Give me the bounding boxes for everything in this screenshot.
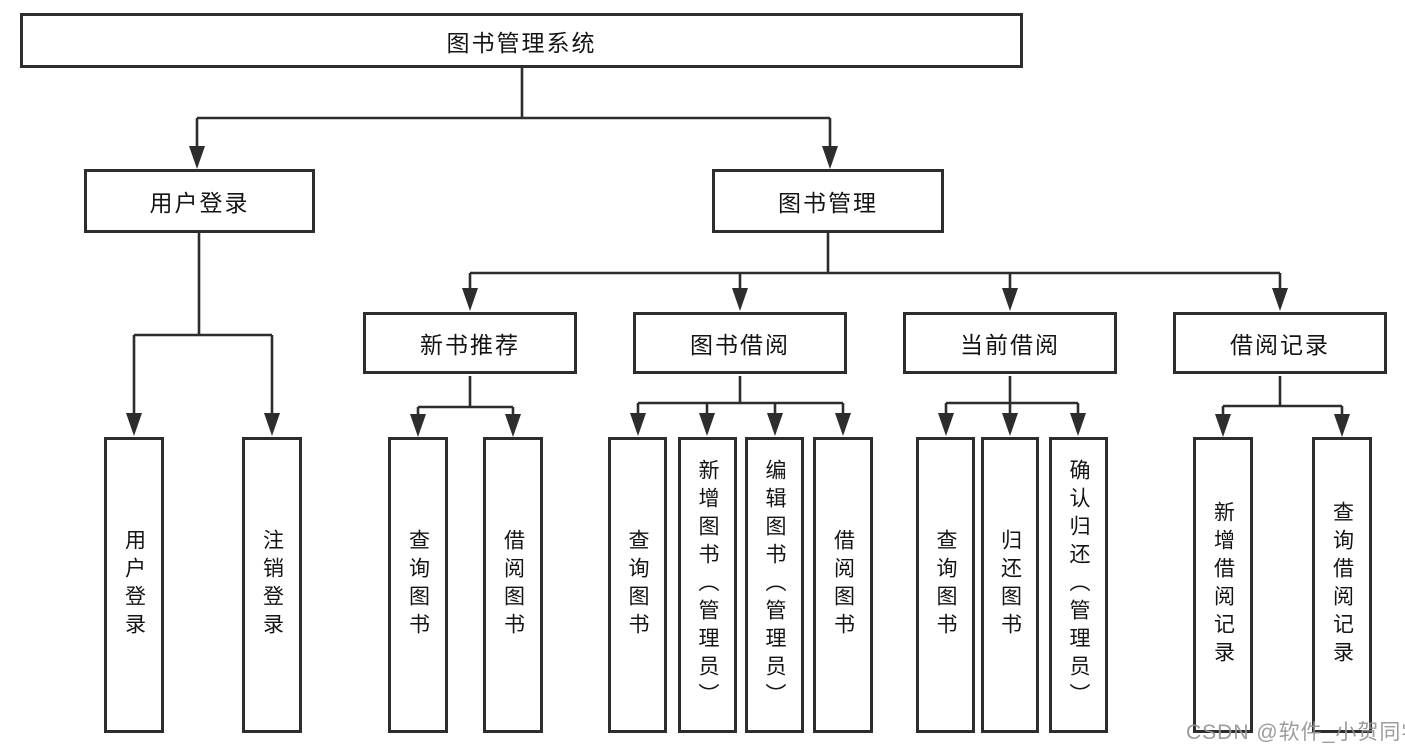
- node-label: 注销登录: [260, 529, 284, 641]
- node-label: 借阅图书: [501, 529, 525, 641]
- node-label: 新书推荐: [420, 332, 520, 358]
- node-label: 编辑图书（管理员）: [763, 459, 786, 711]
- leaf-logout: 注销登录: [242, 437, 302, 733]
- node-book-borrowing: 图书借阅: [633, 312, 847, 374]
- node-label: 图书借阅: [690, 332, 790, 358]
- node-user-login: 用户登录: [84, 169, 315, 233]
- leaf-current-return-books: 归还图书: [981, 437, 1039, 733]
- leaf-borrowing-add-books-admin: 新增图书（管理员）: [678, 437, 737, 733]
- node-label: 查询借阅记录: [1330, 501, 1354, 669]
- node-label: 用户登录: [122, 529, 146, 641]
- node-book-management: 图书管理: [712, 169, 944, 233]
- node-new-book-recommend: 新书推荐: [363, 312, 577, 374]
- node-label: 借阅图书: [831, 529, 855, 641]
- node-label: 新增图书（管理员）: [696, 459, 719, 711]
- node-label: 图书管理: [778, 190, 878, 216]
- node-label: 归还图书: [998, 529, 1022, 641]
- node-label: 图书管理系统: [446, 29, 597, 56]
- node-label: 查询图书: [934, 529, 957, 641]
- leaf-user-login: 用户登录: [104, 437, 164, 733]
- node-label: 借阅记录: [1230, 332, 1330, 358]
- leaf-recommend-query-books: 查询图书: [388, 437, 448, 733]
- leaf-records-add-record: 新增借阅记录: [1193, 437, 1253, 733]
- leaf-borrowing-edit-books-admin: 编辑图书（管理员）: [745, 437, 804, 733]
- node-label: 新增借阅记录: [1211, 501, 1235, 669]
- csdn-watermark: CSDN @软件_小贺同学: [1186, 721, 1405, 744]
- node-label: 用户登录: [149, 190, 250, 216]
- leaf-current-confirm-return-admin: 确认归还（管理员）: [1049, 437, 1108, 733]
- node-label: 当前借阅: [960, 332, 1060, 358]
- node-system-root: 图书管理系统: [20, 13, 1023, 68]
- node-label: 确认归还（管理员）: [1067, 459, 1090, 711]
- leaf-borrowing-borrow-books: 借阅图书: [813, 437, 873, 733]
- leaf-recommend-borrow-books: 借阅图书: [483, 437, 543, 733]
- node-label: 查询图书: [406, 529, 430, 641]
- leaf-current-query-books: 查询图书: [916, 437, 975, 733]
- leaf-records-query-record: 查询借阅记录: [1312, 437, 1372, 733]
- leaf-borrowing-query-books: 查询图书: [608, 437, 667, 733]
- node-label: 查询图书: [626, 529, 649, 641]
- node-current-borrowing: 当前借阅: [903, 312, 1117, 374]
- node-borrow-records: 借阅记录: [1173, 312, 1387, 374]
